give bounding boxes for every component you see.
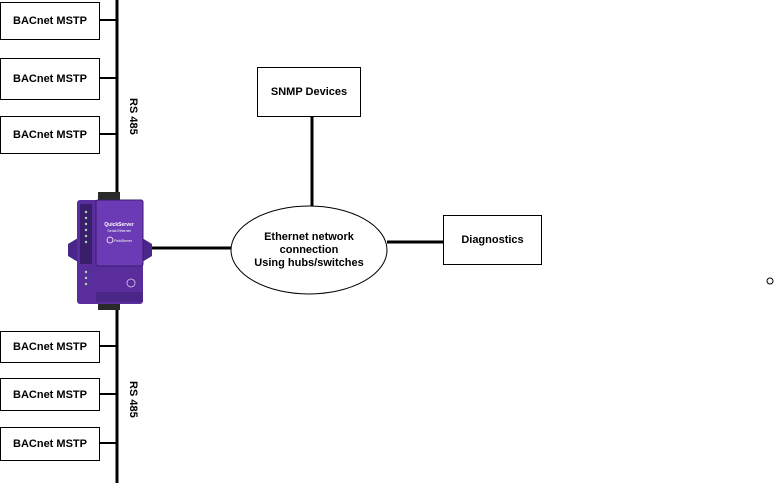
bacnet-mstp-device: BACnet MSTP	[0, 427, 100, 461]
bacnet-mstp-device: BACnet MSTP	[0, 58, 100, 100]
gateway-maker-text: FieldServer	[114, 239, 133, 243]
ethernet-network-ellipse	[230, 205, 388, 295]
top-bus-label: RS 485	[127, 98, 139, 135]
gateway-ul-mark-icon	[126, 278, 136, 288]
connector-dot-icon	[766, 277, 774, 285]
gateway-left-ear	[68, 238, 78, 262]
bacnet-mstp-device: BACnet MSTP	[0, 378, 100, 411]
diagnostics-box: Diagnostics	[443, 215, 542, 265]
snmp-devices-box: SNMP Devices	[257, 67, 361, 117]
gateway-base	[96, 292, 143, 302]
bacnet-mstp-device: BACnet MSTP	[0, 2, 100, 40]
gateway-leds	[84, 210, 88, 286]
ethernet-network-label: Ethernet network connection Using hubs/s…	[231, 210, 387, 290]
network-line-1: Ethernet network	[264, 230, 354, 243]
bottom-bus-label: RS 485	[127, 381, 139, 418]
network-line-3: Using hubs/switches	[254, 256, 364, 269]
quickserver-gateway: QuickServer Serial Ethernet FieldServer	[68, 192, 152, 310]
gateway-side-panel	[80, 204, 92, 264]
gateway-bottom-connector	[98, 300, 120, 310]
bacnet-mstp-device: BACnet MSTP	[0, 331, 100, 363]
gateway-logo-icon	[106, 236, 114, 244]
gateway-top-connector	[98, 192, 120, 202]
gateway-right-ear	[142, 238, 152, 262]
gateway-sub-text: Serial Ethernet	[107, 229, 130, 233]
bacnet-mstp-device: BACnet MSTP	[0, 116, 100, 154]
gateway-brand-text: QuickServer	[104, 222, 134, 228]
network-line-2: connection	[279, 243, 339, 256]
gateway-front-panel	[95, 199, 144, 267]
